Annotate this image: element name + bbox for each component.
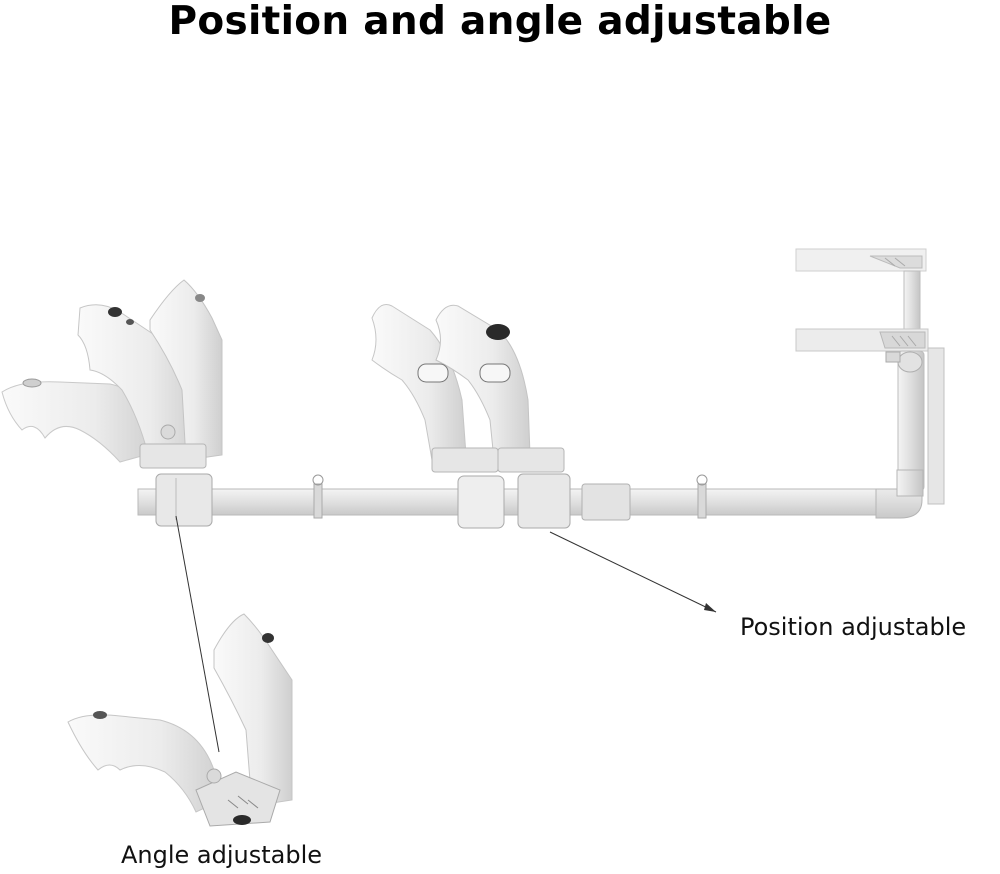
middle-controller-mount — [371, 304, 571, 529]
leader-lines — [175, 515, 717, 753]
desk-clamp — [795, 248, 945, 505]
position-adjustable-label: Position adjustable — [740, 613, 967, 641]
angle-leader-line — [175, 515, 220, 753]
left-controller-mount — [1, 279, 223, 527]
position-leader-line — [549, 531, 717, 613]
rail — [137, 469, 924, 521]
angle-adjustable-label: Angle adjustable — [121, 841, 323, 869]
page-title: Position and angle adjustable — [168, 0, 832, 44]
angle-detail-inset — [67, 613, 293, 827]
position-arrowhead — [704, 603, 716, 612]
